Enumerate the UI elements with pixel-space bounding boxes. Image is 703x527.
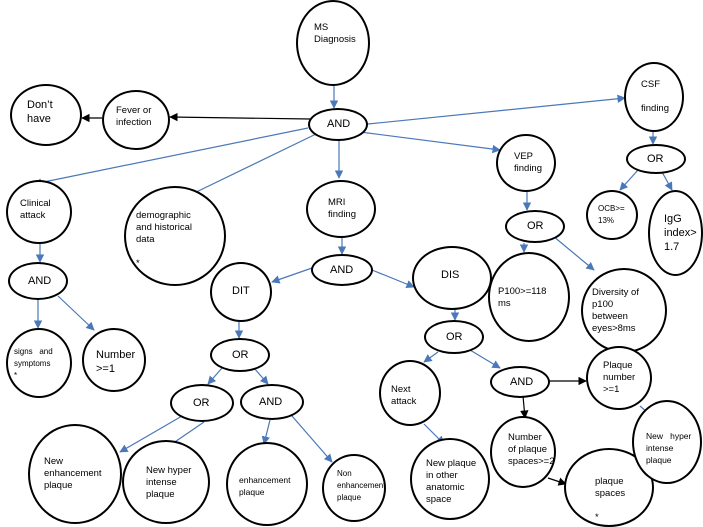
node-dis-or <box>424 320 484 354</box>
edge-and-fever <box>169 112 311 122</box>
node-dit-and <box>240 384 304 420</box>
label-signs: signs and symptoms * <box>14 347 53 380</box>
edge-ditand-enh <box>261 419 271 445</box>
node-ms-diagnosis <box>296 0 370 86</box>
label-dont-have: Don’t have <box>27 99 53 125</box>
edge-or2-newenh <box>119 415 183 453</box>
label-demographic: demographic and historical data * <box>136 210 192 269</box>
edge-csfor-igg <box>661 171 673 191</box>
edge-csfor-ocb <box>619 169 639 191</box>
label-non-enh: Non enhancement plaque <box>337 469 386 502</box>
edge-ditor-or2 <box>207 367 223 385</box>
node-num-spaces <box>490 416 556 488</box>
label-new-hyper2: New hyper intense plaque <box>646 431 692 465</box>
node-p100 <box>488 252 570 342</box>
label-new-plaque-other: New plaque in other anatomic space <box>426 458 477 505</box>
node-signs <box>6 328 72 398</box>
node-new-hyper <box>122 440 210 524</box>
node-dont-have <box>10 84 82 146</box>
node-dit <box>210 262 272 322</box>
edge-ditand-nonenh <box>291 415 333 463</box>
label-ocb: OCB>= 13% <box>598 204 625 225</box>
node-number <box>82 328 146 392</box>
label-csf: CSF finding <box>641 79 669 114</box>
label-dit-or2: OR <box>193 397 210 409</box>
label-new-hyper: New hyper intense plaque <box>146 465 192 500</box>
node-demographic <box>124 186 226 286</box>
node-mri-and <box>311 254 373 286</box>
node-diversity <box>581 268 667 353</box>
label-mri: MRI finding <box>328 197 356 220</box>
label-fever: Fever or infection <box>116 105 152 128</box>
node-fever <box>102 90 170 150</box>
edge-ditor-and <box>253 367 269 385</box>
label-plaque-number: Plaque number >=1 <box>603 360 636 395</box>
label-clinical: Clinical attack <box>20 198 51 221</box>
node-csf-or <box>626 144 686 174</box>
node-next-attack <box>379 360 441 426</box>
node-new-enh <box>28 424 122 524</box>
edge-numspaces-plaquespaces <box>547 477 567 486</box>
node-new-hyper2 <box>632 400 702 484</box>
label-new-enh: New enhancement plaque <box>44 456 102 491</box>
node-ocb <box>586 190 638 240</box>
node-dit-or <box>210 338 270 372</box>
label-igg: IgG index> 1.7 <box>664 213 697 253</box>
label-and-main: AND <box>327 118 351 130</box>
node-vep-or <box>505 210 565 243</box>
label-num-spaces: Number of plaque spaces>=2 <box>508 432 555 467</box>
label-enh: enhancement plaque <box>239 475 291 497</box>
node-mri <box>306 180 376 238</box>
node-igg <box>648 190 703 276</box>
node-enh <box>226 442 308 526</box>
label-number: Number >=1 <box>96 349 136 375</box>
edge-mand-dis <box>371 269 415 289</box>
edge-and-clinical <box>33 127 309 187</box>
edge-and-vep <box>359 131 501 154</box>
node-clinical <box>6 180 72 244</box>
edge-mand-dit <box>271 267 313 284</box>
label-dis-and: AND <box>510 376 534 388</box>
label-dis-or: OR <box>446 331 463 343</box>
label-dit: DIT <box>232 285 250 297</box>
label-vep: VEP finding <box>514 151 542 174</box>
node-dit-or2 <box>170 384 234 422</box>
label-plaque-spaces: plaque spaces * <box>595 476 626 523</box>
node-clinical-and <box>8 262 68 300</box>
label-clinical-and: AND <box>28 275 52 287</box>
label-next-attack: Next attack <box>391 384 417 407</box>
edge-vepor-diversity <box>552 235 595 271</box>
node-vep <box>496 134 556 192</box>
node-new-plaque-other <box>410 438 490 520</box>
label-dis: DIS <box>441 269 460 281</box>
node-and-main <box>308 108 368 141</box>
edge-and-demographic <box>187 133 317 197</box>
edge-disor-and <box>469 349 501 369</box>
edge-cand-number <box>57 295 95 331</box>
edge-and-csf <box>367 94 626 125</box>
node-plaque-number <box>586 346 652 410</box>
edge-disand-numspaces <box>520 395 529 419</box>
label-ms-diagnosis: MS Diagnosis <box>314 22 356 45</box>
label-csf-or: OR <box>647 153 664 165</box>
label-dit-or: OR <box>232 349 249 361</box>
node-non-enh <box>322 454 386 522</box>
node-csf <box>624 62 684 132</box>
label-vep-or: OR <box>527 220 544 232</box>
node-dis <box>412 246 492 310</box>
edge-disor-next <box>423 351 439 363</box>
label-diversity: Diversity of p100 between eyes>8ms <box>592 287 639 334</box>
label-dit-and: AND <box>259 396 283 408</box>
node-dis-and <box>490 366 550 398</box>
label-p100: P100>=118 ms <box>498 286 547 309</box>
label-mri-and: AND <box>330 264 354 276</box>
